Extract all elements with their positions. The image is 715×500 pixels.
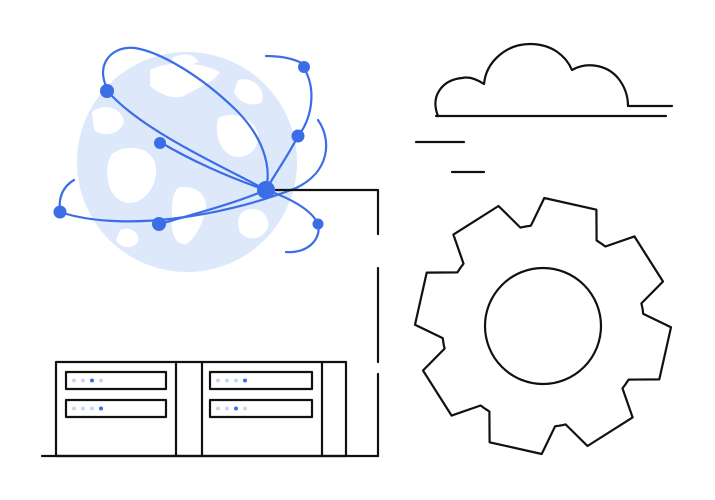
- status-light: [225, 378, 229, 383]
- orbit-node-hub: [257, 181, 275, 199]
- status-light: [81, 406, 85, 411]
- status-light: [216, 406, 220, 411]
- orbit-node: [152, 217, 166, 231]
- orbit-node: [298, 61, 310, 73]
- orbit-nodes: [53, 61, 324, 231]
- status-light: [234, 378, 238, 383]
- orbit-line-1: [101, 46, 269, 192]
- status-light: [243, 406, 247, 411]
- status-light: [216, 378, 220, 383]
- server-rack-icon: [40, 360, 380, 458]
- gear-hub: [483, 266, 603, 386]
- gear-icon: [413, 196, 673, 456]
- status-light: [234, 406, 238, 411]
- globe-continents: [92, 54, 269, 248]
- gear-outline: [413, 196, 673, 456]
- orbit-node: [312, 218, 324, 230]
- orbit-node: [100, 84, 114, 98]
- cloud-outline: [434, 42, 674, 118]
- status-light: [225, 406, 229, 411]
- status-light: [243, 378, 247, 383]
- orbit-line-4: [264, 54, 313, 192]
- orbit-node: [53, 205, 67, 219]
- orbit-line-5: [158, 188, 268, 226]
- server-drive: [208, 370, 314, 391]
- orbit-node: [291, 129, 305, 143]
- status-light: [99, 378, 103, 383]
- status-light: [99, 406, 103, 411]
- orbit-line-7: [158, 140, 268, 192]
- server-drive: [64, 398, 168, 419]
- status-light: [90, 406, 94, 411]
- status-light: [72, 406, 76, 411]
- globe-icon: [77, 52, 297, 272]
- status-light: [90, 378, 94, 383]
- server-drive: [64, 370, 168, 391]
- server-drive: [208, 398, 314, 419]
- status-light: [81, 378, 85, 383]
- status-lights: [72, 378, 247, 411]
- orbit-node: [154, 137, 166, 149]
- network-connection: [274, 188, 380, 458]
- status-light: [72, 378, 76, 383]
- cloud-icon: [414, 42, 674, 174]
- connection-line: [274, 188, 380, 236]
